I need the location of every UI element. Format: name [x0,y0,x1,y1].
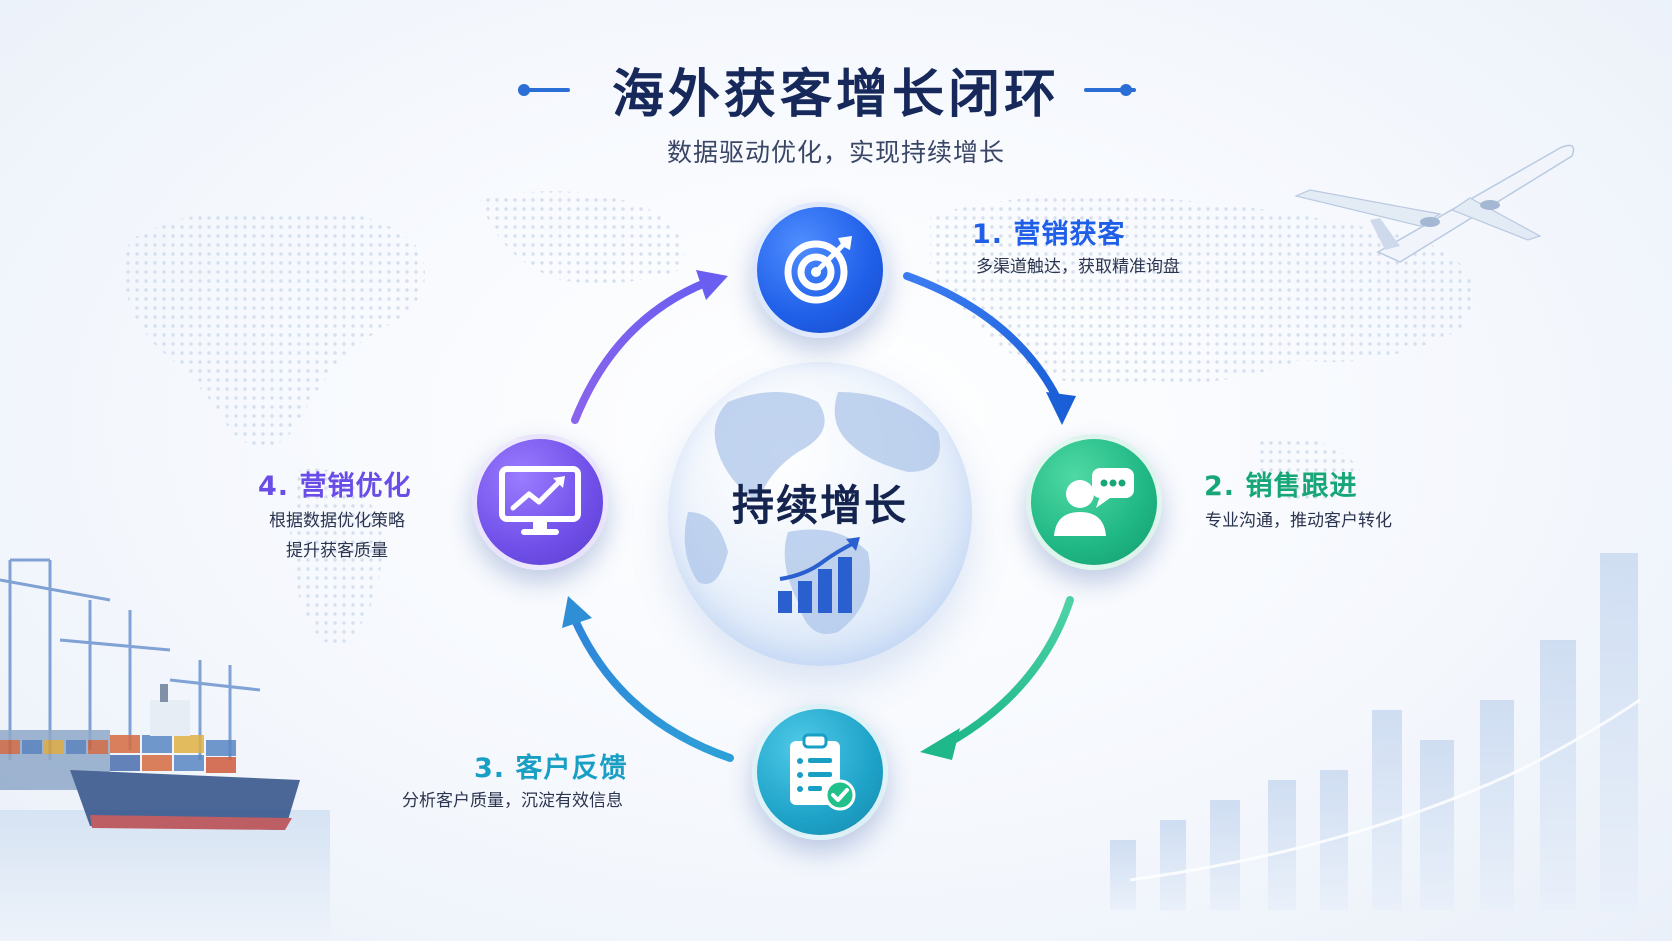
step-1-desc: 多渠道触达，获取精准询盘 [976,257,1180,277]
cargo-ship-icon [0,558,330,941]
step-4-desc-line-2: 提升获客质量 [286,541,388,561]
arrow-3-to-4 [571,616,734,762]
step-1-node[interactable] [752,202,888,338]
world-map-icon [124,191,1474,645]
step-4-desc-line-1: 根据数据优化策略 [269,511,405,531]
monitor-chart-icon [499,466,581,535]
step-2-desc: 专业沟通，推动客户转化 [1205,511,1392,531]
step-2-node[interactable] [1026,434,1162,570]
clipboard-check-icon [790,733,856,811]
chat-user-icon [1054,468,1134,536]
target-icon [784,236,852,304]
title-left-line [518,88,570,92]
step-4-node[interactable] [472,434,608,570]
step-4-desc: 根据数据优化策略 提升获客质量 [262,506,412,566]
center-label: 持续增长 [731,481,908,530]
globe-map-icon [684,392,940,634]
page-title: 海外获客增长闭环 [611,65,1060,125]
arrow-4-to-1 [571,279,709,424]
city-skyline-icon [1110,553,1641,913]
growth-bars-icon [778,537,860,613]
step-3-title: 3. 客户反馈 [474,753,628,784]
globe [668,362,972,666]
page-subtitle: 数据驱动优化，实现持续增长 [666,138,1005,167]
arrow-2-to-3 [946,596,1074,746]
title-right-line [1084,88,1136,92]
step-2-title: 2. 销售跟进 [1204,471,1358,502]
arrow-1-to-2 [903,272,1062,404]
step-3-node[interactable] [752,704,888,840]
step-1-title: 1. 营销获客 [972,219,1126,250]
step-3-desc: 分析客户质量，沉淀有效信息 [402,791,623,811]
airplane-icon [1294,144,1575,263]
step-4-title: 4. 营销优化 [258,471,412,502]
